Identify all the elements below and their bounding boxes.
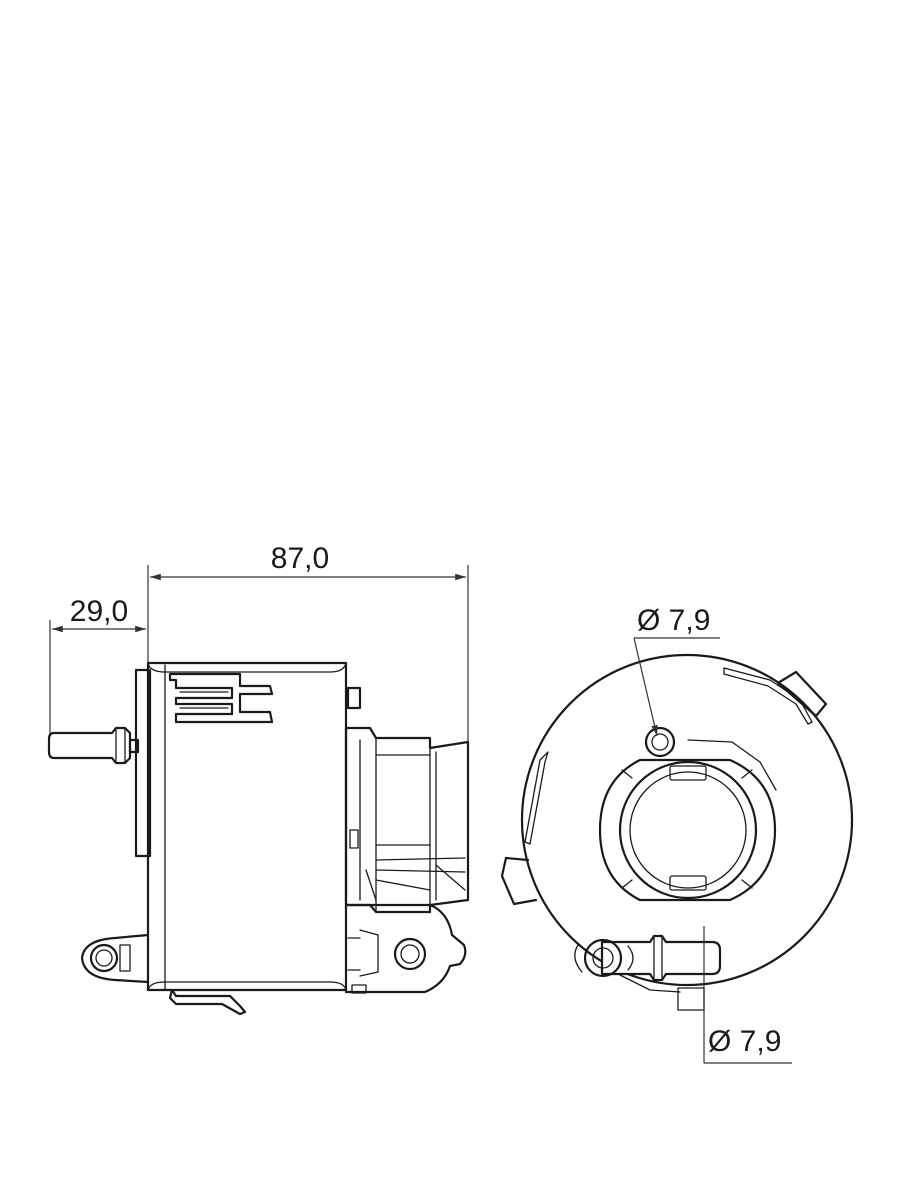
rear-flange	[134, 668, 152, 858]
top-port: Ø 7,9	[633, 604, 720, 758]
overall-length-label: 87,0	[271, 542, 329, 575]
top-right-tab	[723, 667, 828, 725]
middle-stud	[349, 829, 359, 849]
left-mounting-eye	[80, 933, 150, 984]
outer-ring	[520, 653, 854, 987]
nozzle-length-dimension: 29,0	[49, 595, 146, 735]
inner-hub	[598, 739, 777, 902]
nozzle-length-label: 29,0	[70, 595, 128, 628]
side-view: 87,0 29,0	[47, 542, 470, 1016]
overall-length-dimension: 87,0	[147, 542, 469, 745]
bottom-clip	[168, 988, 247, 1016]
inlet-nozzle	[47, 726, 140, 765]
front-view: Ø 7,9 Ø 7,9	[500, 604, 854, 1064]
top-port-diameter-label: Ø 7,9	[637, 604, 710, 637]
top-clip	[168, 672, 274, 724]
bottom-port: Ø 7,9	[574, 926, 792, 1064]
right-mounting-eye	[344, 903, 467, 994]
top-stud	[346, 686, 362, 710]
left-tab	[500, 751, 549, 906]
outlet-connector	[344, 726, 470, 914]
side-port-diameter-label: Ø 7,9	[708, 1025, 781, 1058]
